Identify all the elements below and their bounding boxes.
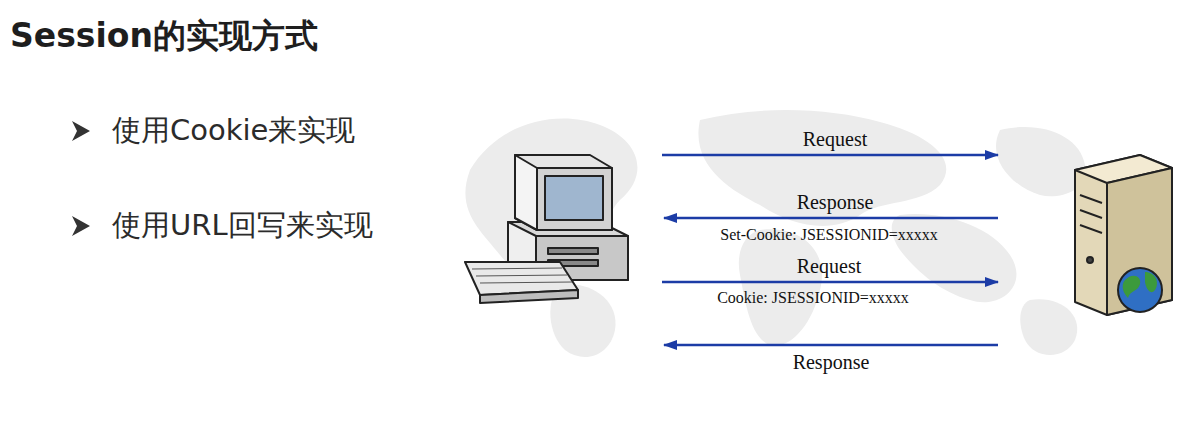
header-label: Set-Cookie: JSESSIONID=xxxxx (720, 226, 937, 244)
bullet-text: 使用URL回写来实现 (112, 206, 373, 246)
keyboard-keys (472, 268, 572, 283)
header-label: Cookie: JSESSIONID=xxxxx (717, 289, 909, 307)
message-label: Request (797, 255, 861, 278)
message-label: Response (797, 191, 874, 214)
bullet-marker (72, 121, 90, 236)
message-label: Response (793, 351, 870, 374)
server-icon (1075, 155, 1172, 315)
computer-icon (465, 155, 628, 303)
bullet-text: 使用Cookie来实现 (112, 111, 355, 151)
slide-title: Session的实现方式 (10, 14, 318, 59)
message-label: Request (803, 128, 867, 151)
world-map (465, 110, 1085, 357)
message-arrow (662, 155, 998, 345)
